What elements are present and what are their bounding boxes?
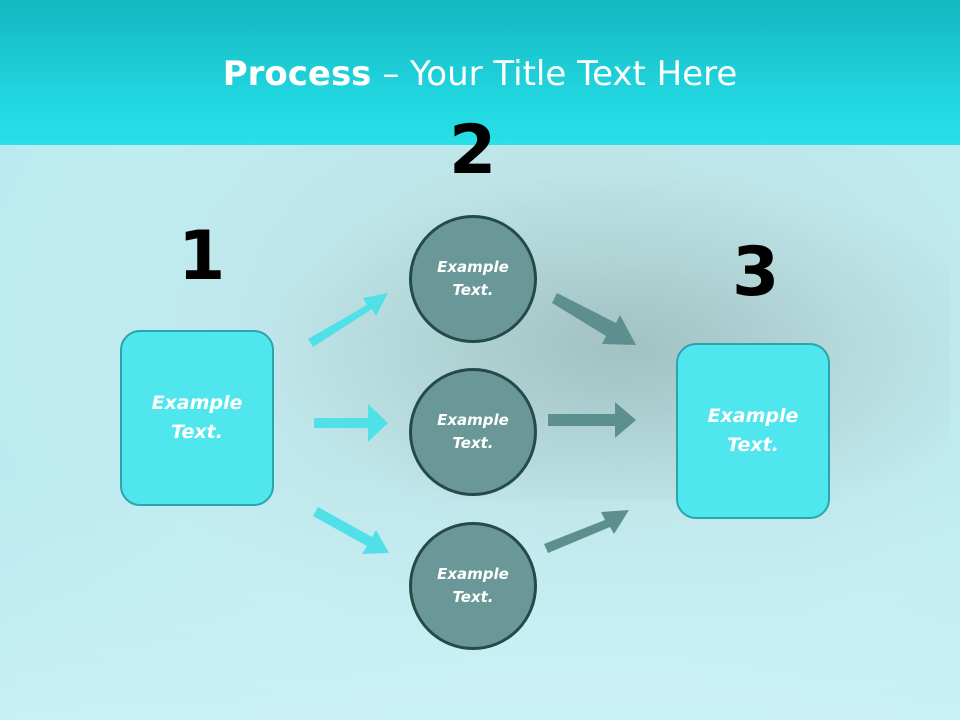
title-bold: Process [222, 54, 372, 94]
title-bar: Process – Your Title Text Here [0, 0, 960, 145]
step-2-circle-top: Example Text. [409, 215, 537, 343]
background-photo [250, 170, 950, 500]
circle-bottom-text: Example Text. [437, 565, 509, 606]
step-1-box: Example Text. [120, 330, 274, 506]
circle-top-text: Example Text. [437, 258, 509, 299]
arrow-down-right-left [313, 507, 389, 554]
step-3-box-text: Example Text. [707, 405, 799, 456]
step-3-number: 3 [732, 233, 780, 312]
arrow-up-right-right [544, 510, 629, 553]
arrow-right-left [314, 404, 388, 442]
step-2-circle-bottom: Example Text. [409, 522, 537, 650]
arrow-down-right-right [552, 293, 636, 345]
step-1-box-text: Example Text. [151, 392, 243, 443]
step-3-box: Example Text. [676, 343, 830, 519]
step-1-number: 1 [178, 217, 226, 296]
circle-middle-text: Example Text. [437, 411, 509, 452]
title-rest: – Your Title Text Here [371, 54, 738, 94]
arrow-right-right [548, 402, 636, 438]
page-title: Process – Your Title Text Here [0, 52, 960, 96]
arrow-up-right-left [308, 293, 388, 347]
left-arrows [308, 293, 389, 554]
step-2-circle-middle: Example Text. [409, 368, 537, 496]
right-arrows [544, 293, 636, 553]
step-2-number: 2 [449, 111, 497, 190]
